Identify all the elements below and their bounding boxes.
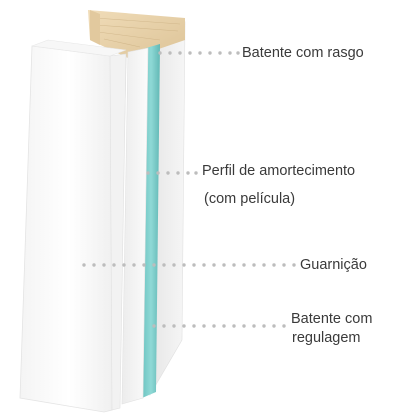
front-trim-top <box>31 39 127 57</box>
wooden-core-front-face <box>90 10 100 45</box>
label-com-pelicula: (com película) <box>204 191 296 207</box>
wood-grain-lines <box>94 17 181 48</box>
wooden-core-top <box>88 10 185 58</box>
label-perfil-de-amortecimento: Perfil de amortecimento <box>202 163 356 179</box>
leader-guarnicao <box>82 263 296 267</box>
front-trim-panel <box>19 45 119 413</box>
label-guarnicao: Guarnição <box>300 257 367 273</box>
leader-batente-rasgo <box>158 51 240 55</box>
label-batente-com: Batente com <box>291 311 373 327</box>
leader-regulagem <box>152 324 286 328</box>
label-batente-com-rasgo: Batente com rasgo <box>242 45 364 61</box>
leader-perfil <box>146 171 198 175</box>
middle-strip <box>121 47 149 405</box>
front-trim-edge <box>109 53 127 411</box>
leader-lines <box>82 51 296 328</box>
label-regulagem: regulagem <box>292 330 361 346</box>
